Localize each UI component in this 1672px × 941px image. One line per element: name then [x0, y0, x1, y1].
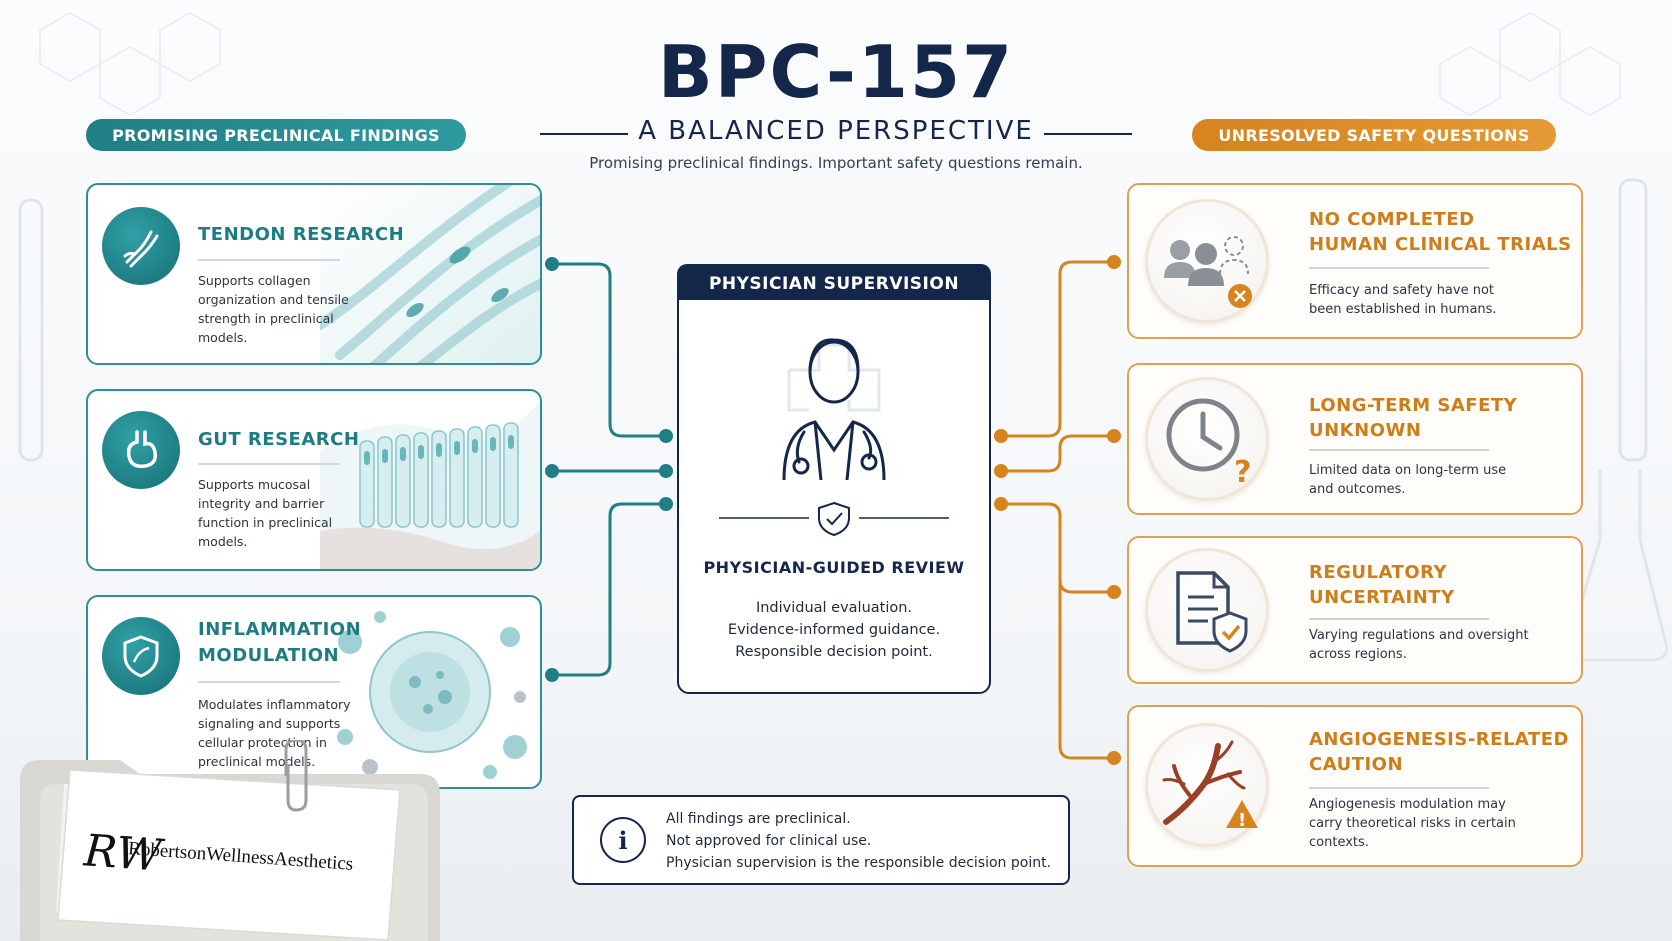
physician-supervision-tab: PHYSICIAN SUPERVISION	[677, 264, 991, 304]
physician-panel: PHYSICIAN-GUIDED REVIEW Individual evalu…	[677, 298, 991, 694]
page-subtitle: A BALANCED PERSPECTIVE	[638, 116, 1034, 146]
document-shield-icon	[1145, 548, 1269, 672]
card-long-term-safety: ? LONG-TERM SAFETY UNKNOWN Limited data …	[1127, 363, 1583, 515]
shield-icon	[102, 617, 180, 695]
card-title-line: GUT RESEARCH	[198, 429, 360, 450]
card-title: TENDON RESEARCH	[198, 222, 404, 248]
card-title: ANGIOGENESIS-RELATED CAUTION	[1309, 727, 1569, 777]
subtitle-rule-left	[540, 133, 628, 135]
card-title: INFLAMMATION MODULATION	[198, 617, 361, 669]
card-description: Supports mucosal integrity and barrier f…	[198, 477, 333, 549]
card-divider	[198, 259, 340, 261]
intestinal-villi-illustration	[320, 401, 540, 569]
connector-dot	[545, 257, 559, 271]
card-divider	[198, 463, 340, 465]
brand-logo-area: RW RobertsonWellnessAesthetics	[0, 740, 470, 941]
card-title-line: UNKNOWN	[1309, 420, 1422, 441]
cell-illustration	[337, 611, 527, 779]
tendon-icon	[102, 207, 180, 285]
clock-question-icon: ?	[1145, 377, 1269, 501]
card-title-line: INFLAMMATION	[198, 619, 362, 640]
card-title-line: MODULATION	[198, 645, 340, 666]
disclaimer-box: i All findings are preclinical. Not appr…	[572, 795, 1070, 885]
card-title-line: HUMAN CLINICAL TRIALS	[1309, 234, 1572, 255]
card-title-line: LONG-TERM SAFETY	[1309, 395, 1518, 416]
card-description: Limited data on long-term use and outcom…	[1309, 463, 1507, 497]
info-icon: i	[600, 817, 646, 863]
card-title: LONG-TERM SAFETY UNKNOWN	[1309, 393, 1517, 443]
vessel-warning-icon: !	[1145, 723, 1269, 847]
right-section-label: UNRESOLVED SAFETY QUESTIONS	[1192, 119, 1556, 151]
card-regulatory-uncertainty: REGULATORY UNCERTAINTY Varying regulatio…	[1127, 536, 1583, 684]
people-x-icon	[1145, 199, 1269, 323]
card-title: GUT RESEARCH	[198, 427, 359, 453]
shield-check-icon	[719, 501, 949, 537]
card-no-human-trials: NO COMPLETED HUMAN CLINICAL TRIALS Effic…	[1127, 183, 1583, 339]
card-title-line: ANGIOGENESIS-RELATED	[1309, 729, 1569, 750]
svg-text:?: ?	[1234, 455, 1251, 490]
disclaimer-line: All findings are preclinical.	[666, 811, 851, 827]
physician-icon	[782, 338, 886, 480]
center-line: Responsible decision point.	[735, 644, 933, 660]
tagline: Promising preclinical findings. Importan…	[589, 154, 1083, 172]
center-line: Evidence-informed guidance.	[727, 622, 941, 638]
disclaimer-line: Not approved for clinical use.	[666, 833, 872, 849]
card-angiogenesis-caution: ! ANGIOGENESIS-RELATED CAUTION Angiogene…	[1127, 705, 1583, 867]
subtitle-rule-right	[1044, 133, 1132, 135]
card-inflammation-modulation: INFLAMMATION MODULATION Modulates inflam…	[86, 595, 542, 789]
card-description: Varying regulations and oversight across…	[1309, 628, 1529, 662]
collagen-fibers-illustration	[320, 185, 540, 363]
card-title-line: CAUTION	[1309, 754, 1404, 775]
card-title-line: REGULATORY	[1309, 562, 1448, 583]
card-description: Efficacy and safety have not been establ…	[1309, 283, 1497, 317]
subtitle-block: A BALANCED PERSPECTIVE	[540, 116, 1132, 150]
card-divider	[1309, 787, 1489, 789]
card-description: Angiogenesis modulation may carry theore…	[1309, 797, 1516, 850]
card-gut-research: GUT RESEARCH Supports mucosal integrity …	[86, 389, 542, 571]
review-title: PHYSICIAN-GUIDED REVIEW	[703, 558, 965, 577]
folders-illustration	[20, 740, 440, 941]
card-divider	[1309, 267, 1489, 269]
stomach-icon	[102, 411, 180, 489]
center-line: Individual evaluation.	[755, 600, 913, 616]
left-section-label: PROMISING PRECLINICAL FINDINGS	[86, 119, 466, 151]
svg-text:!: !	[1238, 810, 1246, 831]
card-title: REGULATORY UNCERTAINTY	[1309, 560, 1455, 610]
card-description: Supports collagen organization and tensi…	[198, 273, 349, 345]
card-tendon-research: TENDON RESEARCH Supports collagen organi…	[86, 183, 542, 365]
disclaimer-line: Physician supervision is the responsible…	[666, 855, 1052, 871]
card-title: NO COMPLETED HUMAN CLINICAL TRIALS	[1309, 207, 1572, 257]
card-divider	[1309, 618, 1489, 620]
card-title-line: TENDON RESEARCH	[198, 224, 405, 245]
card-divider	[1309, 449, 1489, 451]
card-title-line: NO COMPLETED	[1309, 209, 1475, 230]
card-divider	[198, 681, 340, 683]
page-title: BPC-157	[657, 30, 1015, 114]
card-title-line: UNCERTAINTY	[1309, 587, 1455, 608]
